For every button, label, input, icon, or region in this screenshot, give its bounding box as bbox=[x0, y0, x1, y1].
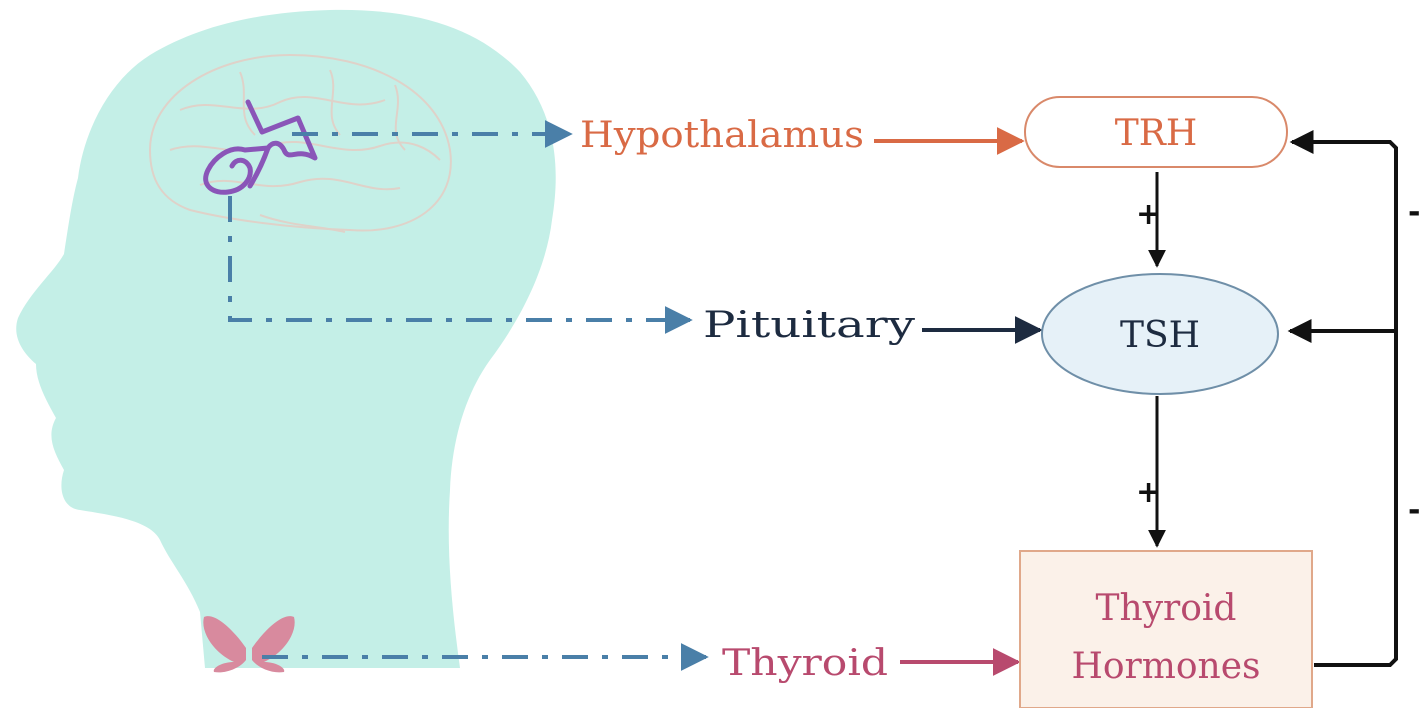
hypothalamus-label: Hypothalamus bbox=[580, 115, 864, 156]
thyroid-hormones-label-line1: Thyroid bbox=[1096, 588, 1237, 629]
thyroid-label: Thyroid bbox=[722, 643, 888, 684]
trh-label: TRH bbox=[1115, 113, 1198, 154]
pituitary-label: Pituitary bbox=[703, 305, 916, 346]
feedback-bottom-sign: - bbox=[1408, 493, 1420, 528]
tsh-to-hormones-sign: + bbox=[1136, 475, 1161, 510]
thyroid-hormones-label-line2: Hormones bbox=[1071, 646, 1260, 687]
tsh-label: TSH bbox=[1120, 315, 1200, 356]
feedback-top-sign: - bbox=[1408, 195, 1420, 230]
human-head-silhouette-icon bbox=[16, 10, 555, 668]
trh-to-tsh-sign: + bbox=[1136, 197, 1161, 232]
